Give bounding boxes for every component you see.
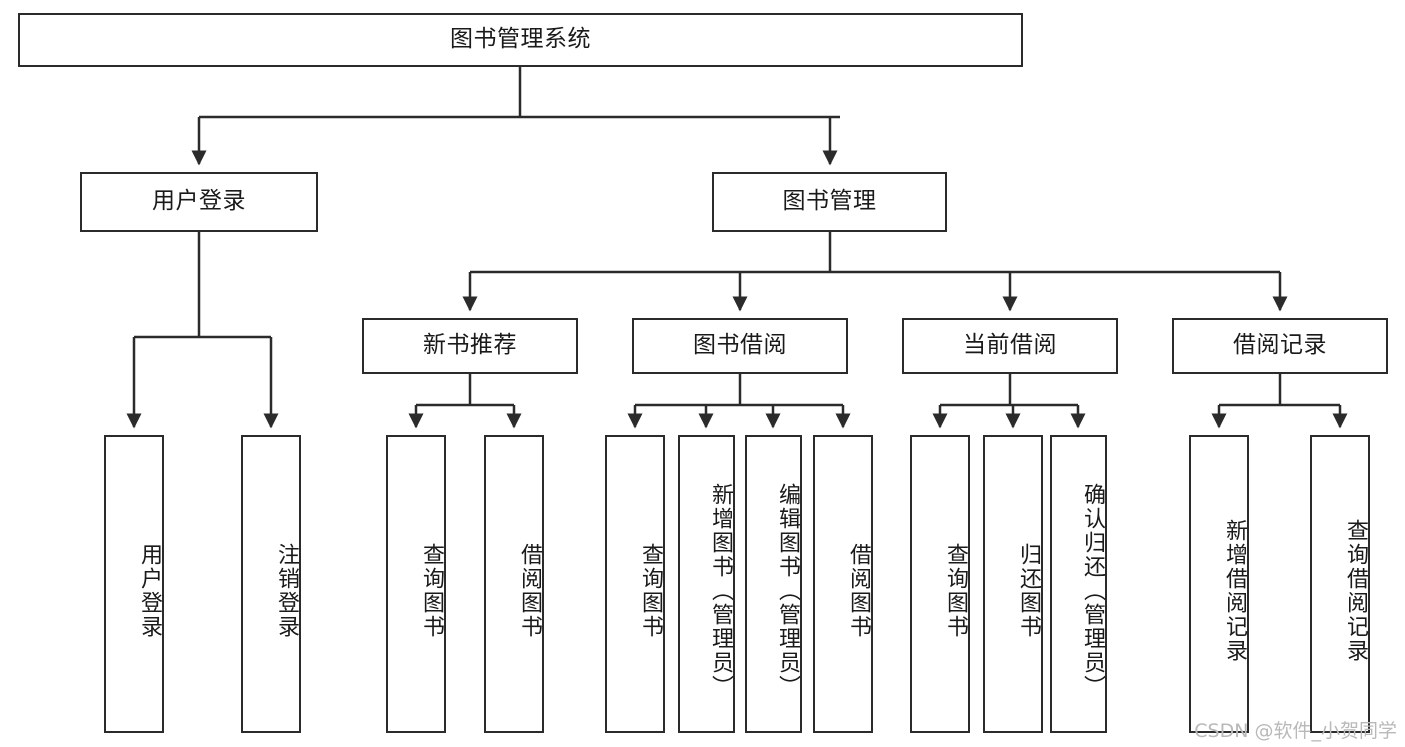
leaf-return-book[interactable]: 归还图书 <box>983 435 1043 733</box>
leaf-user-login-label: 用户登录 <box>137 543 162 639</box>
node-book-management[interactable]: 图书管理 <box>712 172 947 232</box>
leaf-borrow-book-2[interactable]: 借阅图书 <box>813 435 873 733</box>
leaf-add-borrow-record-label: 新增借阅记录 <box>1222 519 1247 663</box>
node-borrow-records-label: 借阅记录 <box>1233 332 1327 359</box>
node-user-login[interactable]: 用户登录 <box>80 172 318 232</box>
leaf-query-book-2[interactable]: 查询图书 <box>605 435 665 733</box>
node-book-management-label: 图书管理 <box>782 188 877 215</box>
leaf-borrow-book-2-label: 借阅图书 <box>846 543 871 639</box>
leaf-confirm-return-label: 确认归还（管理员） <box>1080 483 1105 699</box>
leaf-query-book-3-label: 查询图书 <box>943 543 968 639</box>
leaf-return-book-label: 归还图书 <box>1016 543 1041 639</box>
leaf-borrow-book-1-label: 借阅图书 <box>517 543 542 639</box>
leaf-add-borrow-record[interactable]: 新增借阅记录 <box>1189 435 1249 733</box>
node-user-login-label: 用户登录 <box>152 188 246 215</box>
leaf-add-book-label: 新增图书（管理员） <box>708 483 733 699</box>
node-current-borrow-label: 当前借阅 <box>963 332 1057 359</box>
leaf-query-book-1-label: 查询图书 <box>419 543 444 639</box>
leaf-logout[interactable]: 注销登录 <box>241 435 301 733</box>
node-new-book-recommend[interactable]: 新书推荐 <box>362 318 578 374</box>
leaf-add-book[interactable]: 新增图书（管理员） <box>678 435 735 733</box>
leaf-query-book-3[interactable]: 查询图书 <box>910 435 970 733</box>
leaf-borrow-book-1[interactable]: 借阅图书 <box>484 435 544 733</box>
node-current-borrow[interactable]: 当前借阅 <box>902 318 1118 374</box>
node-book-borrow-label: 图书借阅 <box>693 332 787 359</box>
leaf-query-borrow-record-label: 查询借阅记录 <box>1343 519 1368 663</box>
leaf-query-book-1[interactable]: 查询图书 <box>386 435 446 733</box>
leaf-edit-book-label: 编辑图书（管理员） <box>775 483 800 699</box>
leaf-logout-label: 注销登录 <box>274 543 299 639</box>
leaf-edit-book[interactable]: 编辑图书（管理员） <box>745 435 802 733</box>
leaf-confirm-return[interactable]: 确认归还（管理员） <box>1050 435 1107 733</box>
node-root[interactable]: 图书管理系统 <box>18 13 1023 67</box>
leaf-query-borrow-record[interactable]: 查询借阅记录 <box>1310 435 1370 733</box>
node-root-label: 图书管理系统 <box>450 26 591 53</box>
node-book-borrow[interactable]: 图书借阅 <box>632 318 848 374</box>
leaf-query-book-2-label: 查询图书 <box>638 543 663 639</box>
leaf-user-login[interactable]: 用户登录 <box>104 435 164 733</box>
node-new-book-recommend-label: 新书推荐 <box>423 332 517 359</box>
node-borrow-records[interactable]: 借阅记录 <box>1172 318 1388 374</box>
watermark: CSDN @软件_小贺同学 <box>1194 720 1397 742</box>
